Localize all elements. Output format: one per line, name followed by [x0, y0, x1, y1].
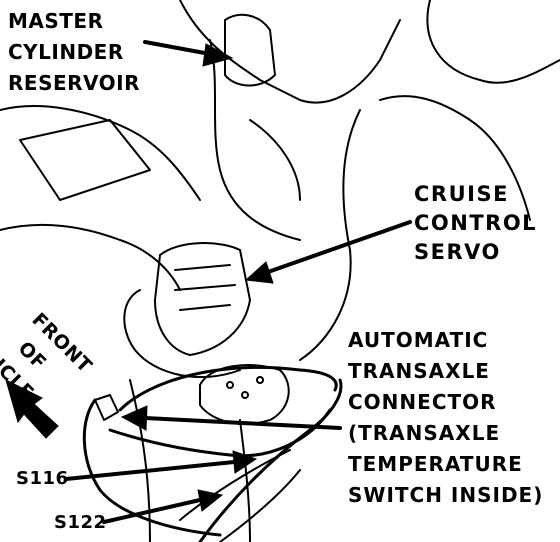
label-line: AUTOMATIC [348, 328, 489, 352]
label-line: RESERVOIR [8, 71, 140, 95]
connector-pin [241, 391, 249, 399]
wiring-harness [179, 449, 291, 521]
label-line: (TRANSAXLE [348, 421, 501, 445]
s122-arrow [102, 498, 202, 524]
engine-outline [249, 119, 301, 201]
s116-arrow [64, 460, 236, 481]
s122-arrowhead [197, 489, 224, 512]
transaxle-connector [199, 364, 290, 426]
cruise-control-servo-label: CRUISE CONTROL SERVO [414, 180, 537, 267]
wiring-harness [198, 378, 343, 542]
servo-cable [123, 289, 241, 378]
engine-outline [0, 223, 181, 291]
label-line: CRUISE [414, 182, 509, 206]
cruise-servo-arrow [266, 220, 412, 274]
connector-pin [256, 376, 264, 384]
transaxle-connector-arrowhead [120, 405, 148, 431]
label-line: TRANSAXLE [348, 359, 490, 383]
label-line: SWITCH INSIDE) [348, 483, 544, 507]
engine-outline [379, 95, 531, 221]
splice-s116-label: S116 [16, 468, 69, 489]
master-cylinder-arrow [143, 40, 212, 56]
servo-detail [174, 264, 236, 311]
engine-outline [179, 0, 401, 104]
engine-outline [209, 39, 301, 241]
master-cylinder-label: MASTER CYLINDER RESERVOIR [8, 6, 140, 99]
label-line: CONNECTOR [348, 390, 497, 414]
wiring-harness [82, 398, 222, 537]
label-line: SERVO [414, 240, 501, 264]
splice-s122-label: S122 [54, 512, 107, 533]
master-cylinder-reservoir [224, 13, 276, 87]
s116-arrowhead [232, 450, 258, 474]
engine-outline [299, 109, 361, 361]
engine-outline [129, 379, 151, 542]
label-line: CYLINDER [8, 40, 124, 64]
transaxle-connector-arrow [143, 416, 342, 430]
wiring-harness [219, 469, 301, 542]
engine-outline [19, 119, 151, 201]
cruise-control-servo [154, 242, 251, 356]
label-line: MASTER [8, 9, 104, 33]
engine-outline [426, 0, 560, 84]
wiring-harness [118, 365, 338, 412]
connector-pin [226, 381, 234, 389]
cruise-servo-arrowhead [244, 261, 274, 284]
engine-outline [239, 419, 251, 542]
transaxle-connector-label: AUTOMATIC TRANSAXLE CONNECTOR (TRANSAXLE… [348, 325, 543, 511]
master-cylinder-arrowhead [202, 43, 234, 67]
engine-outline [0, 105, 201, 201]
label-line: CONTROL [414, 211, 538, 235]
label-line: TEMPERATURE [348, 452, 523, 476]
front-direction-arrow [5, 379, 59, 439]
harness-connector [94, 394, 119, 421]
